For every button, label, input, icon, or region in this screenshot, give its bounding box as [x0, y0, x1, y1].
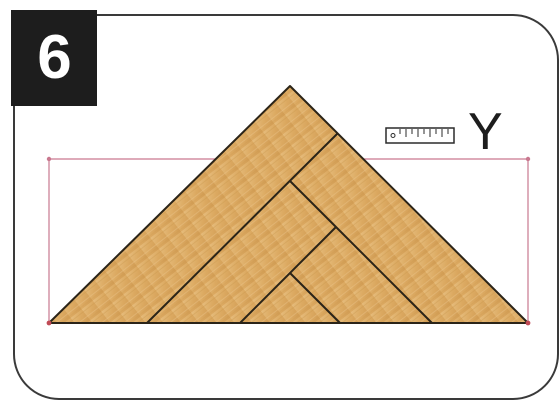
ruler-icon	[386, 128, 454, 143]
triangle-outline	[49, 86, 528, 323]
axis-label-y: Y	[468, 104, 503, 160]
guide-corner-marker	[47, 157, 51, 161]
base-corner-marker	[47, 321, 52, 326]
guide-corner-marker	[526, 157, 530, 161]
plank-triangle	[47, 86, 531, 325]
base-corner-marker	[526, 321, 531, 326]
